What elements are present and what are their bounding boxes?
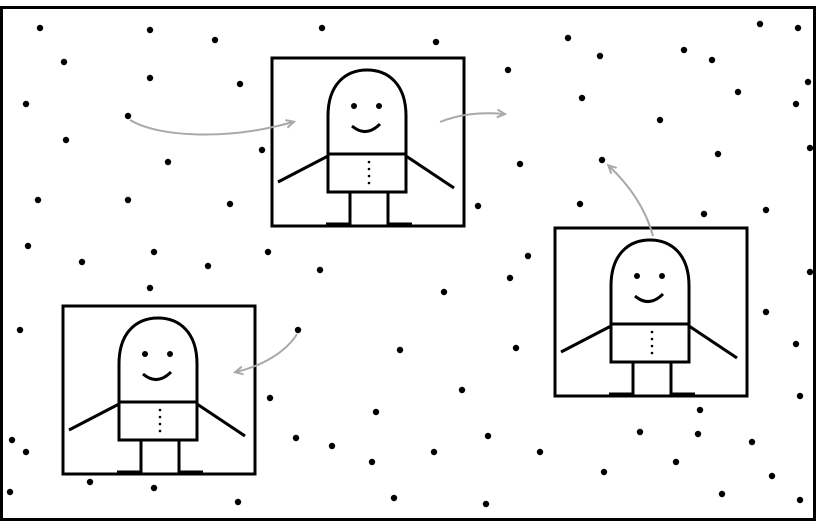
dot-icon [600,468,608,476]
dot-icon [124,196,132,204]
dot-icon [430,448,438,456]
dot-icon [672,458,680,466]
dot-icon [734,88,742,96]
dot-icon [78,258,86,266]
dot-icon [516,160,524,168]
dot-icon [578,94,586,102]
dot-icon [484,432,492,440]
dot-icon [680,46,688,54]
dot-icon [506,274,514,282]
dot-icon [796,496,804,504]
dot-icon [512,344,520,352]
dot-icon [146,26,154,34]
dot-icon [390,494,398,502]
dot-icon [792,340,800,348]
dot-icon [16,326,24,334]
dot-icon [60,58,68,66]
dot-icon [22,448,30,456]
dot-icon [656,116,664,124]
dot-icon [164,158,172,166]
dot-icon [756,20,764,28]
dot-icon [504,66,512,74]
dot-icon [236,80,244,88]
dot-icon [432,38,440,46]
dot-icon [762,206,770,214]
dot-icon [694,430,702,438]
particle-field [6,20,814,508]
dot-icon [596,52,604,60]
robot-frame-right [553,226,749,398]
dot-icon [718,490,726,498]
dot-icon [536,448,544,456]
dot-icon [794,24,802,32]
dot-icon [796,392,804,400]
dot-icon [748,438,756,446]
dot-icon [34,196,42,204]
dot-icon [226,200,234,208]
dot-icon [524,252,532,260]
dot-icon [24,242,32,250]
dot-icon [146,74,154,82]
dot-icon [22,100,30,108]
dot-icon [396,346,404,354]
dot-icon [234,498,242,506]
dot-icon [806,268,814,276]
robot-frame-top-center [270,56,466,228]
dot-icon [762,308,770,316]
dot-icon [204,262,212,270]
dot-icon [258,146,266,154]
dot-icon [328,442,336,450]
dot-icon [372,408,380,416]
dot-icon [792,100,800,108]
dot-icon [768,472,776,480]
dot-icon [211,36,219,44]
dot-icon [62,136,70,144]
dot-icon [8,436,16,444]
dot-icon [440,288,448,296]
dot-icon [474,202,482,210]
arrow-into-top-frame [129,120,293,136]
dot-icon [124,112,132,120]
dot-icon [150,248,158,256]
dot-icon [318,24,326,32]
dot-icon [266,394,274,402]
robot-frame-bottom-left [61,304,257,476]
dot-icon [150,484,158,492]
dot-icon [294,326,302,334]
dot-icon [714,150,722,158]
dot-icon [576,200,584,208]
dot-icon [482,500,490,508]
dot-icon [292,434,300,442]
dot-icon [806,144,814,152]
dot-icon [458,386,466,394]
dot-icon [86,478,94,486]
arrow-out-of-top-frame [439,113,504,123]
arrow-out-of-right-frame [609,166,654,237]
dot-icon [708,56,716,64]
dot-icon [368,458,376,466]
arrow-out-of-bottom-left-frame [236,333,298,372]
dot-icon [6,488,14,496]
dot-icon [700,210,708,218]
dot-icon [636,428,644,436]
dot-icon [316,266,324,274]
dot-icon [804,78,812,86]
dot-icon [564,34,572,42]
dot-icon [146,284,154,292]
dot-icon [264,248,272,256]
dot-icon [696,406,704,414]
dot-icon [598,156,606,164]
dot-icon [36,24,44,32]
